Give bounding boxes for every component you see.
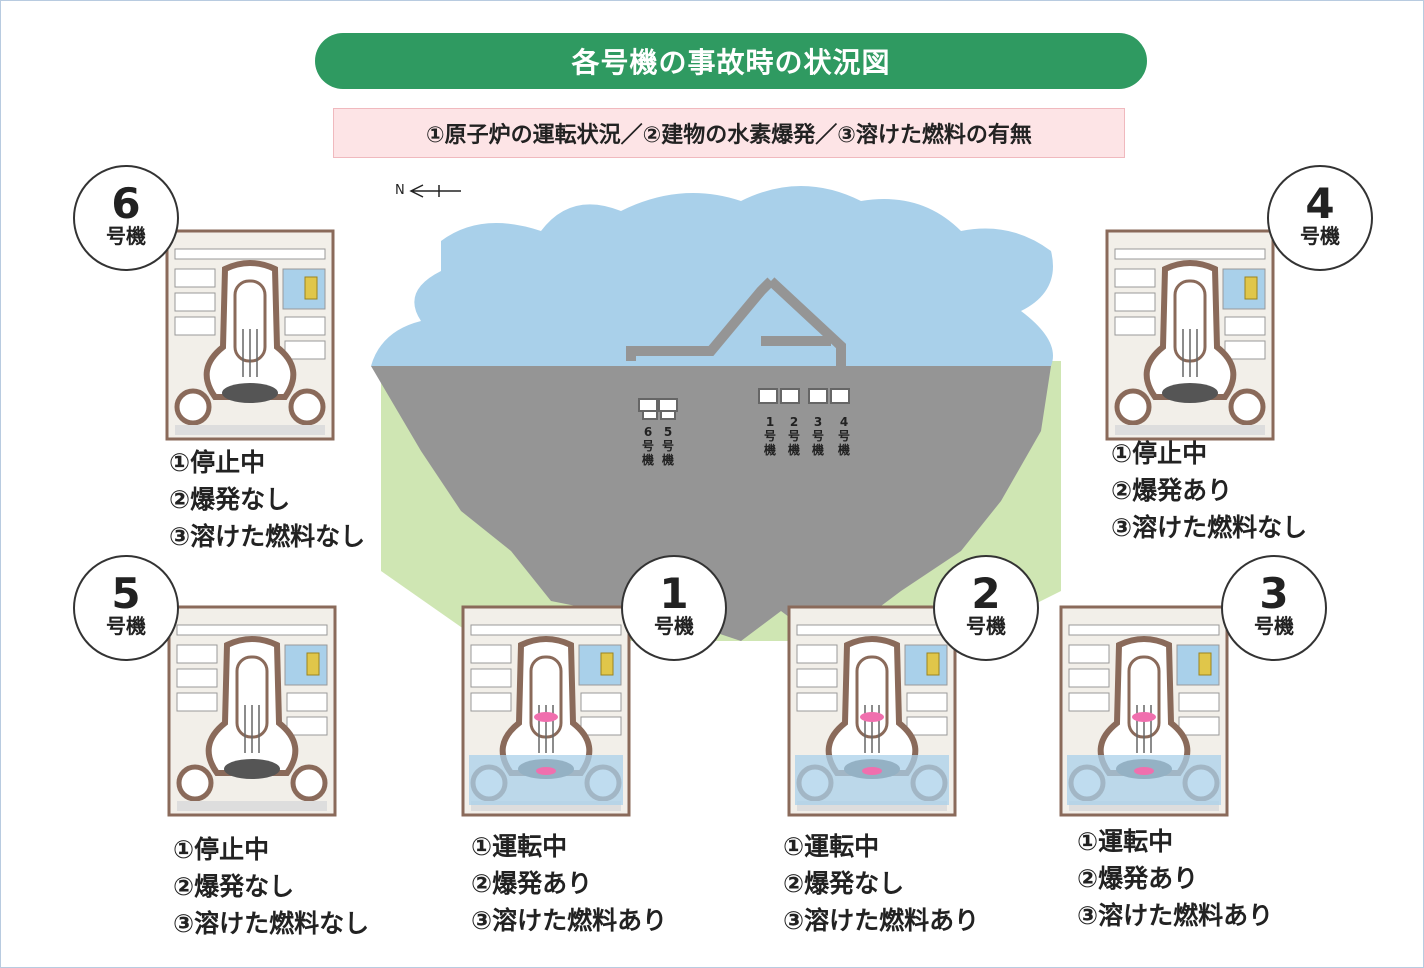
reactor-buildings (638, 388, 850, 420)
map-label-char: 号 (837, 429, 850, 443)
unit-suffix: 号機 (106, 224, 146, 248)
reactor-diagram-5 (167, 605, 337, 821)
map-label-char: 6 (643, 425, 653, 439)
unit-number: 4 (1305, 179, 1335, 228)
land-area (371, 366, 1051, 641)
status-line: ②爆発あり (1077, 864, 1199, 893)
legend-box: ①原子炉の運転状況／②建物の水素爆発／③溶けた燃料の有無 (333, 108, 1125, 158)
unit-suffix: 号機 (1254, 614, 1294, 638)
status-line: ②爆発なし (169, 485, 291, 514)
unit-suffix: 号機 (654, 614, 694, 638)
unit-suffix: 号機 (1300, 224, 1340, 248)
unit-number: 6 (111, 179, 141, 228)
sea-area (371, 186, 1053, 366)
unit-number: 3 (1259, 569, 1289, 618)
status-line: ③溶けた燃料なし (1111, 513, 1308, 542)
unit-status-1: ①運転中 ②爆発あり ③溶けた燃料あり (471, 828, 667, 939)
reactor-diagram-6 (165, 229, 335, 445)
reactor-building-6 (165, 229, 335, 441)
map-label-char: 3 (813, 415, 823, 429)
status-line: ③溶けた燃料あり (783, 906, 980, 935)
unit-number: 1 (659, 569, 689, 618)
unit-status-4: ①停止中 ②爆発あり ③溶けた燃料なし (1111, 435, 1307, 546)
map-label-char: 機 (811, 443, 824, 457)
reactor-diagram-2 (787, 605, 957, 821)
status-line: ③溶けた燃料あり (471, 906, 668, 935)
reactor-diagram-4 (1105, 229, 1275, 445)
map-label-char: 号 (787, 429, 800, 443)
map-label-char: 機 (641, 453, 654, 467)
status-line: ②爆発なし (783, 869, 905, 898)
status-line: ①運転中 (471, 832, 568, 861)
map-label-char: 号 (811, 429, 824, 443)
arrow-icon (409, 183, 461, 198)
map-label-char: 4 (839, 415, 849, 429)
map-label-char: 機 (837, 443, 850, 457)
reactor-building-1 (461, 605, 631, 817)
north-label: N (395, 183, 405, 198)
north-arrow: N (395, 183, 463, 198)
page-title: 各号機の事故時の状況図 (315, 33, 1147, 89)
reactor-building-4 (1105, 229, 1275, 441)
status-line: ①停止中 (173, 835, 270, 864)
breakwater (626, 277, 846, 366)
site-map (371, 186, 1061, 641)
map-label-char: 機 (787, 443, 800, 457)
unit-number: 2 (971, 569, 1001, 618)
status-line: ①停止中 (1111, 439, 1208, 468)
map-label-char: 1 (765, 415, 775, 429)
unit-suffix: 号機 (106, 614, 146, 638)
map-label-char: 号 (763, 429, 776, 443)
unit-status-6: ①停止中 ②爆発なし ③溶けた燃料なし (169, 444, 365, 555)
unit-status-2: ①運転中 ②爆発なし ③溶けた燃料あり (783, 828, 979, 939)
map-label-char: 号 (661, 439, 674, 453)
unit-status-5: ①停止中 ②爆発なし ③溶けた燃料なし (173, 831, 369, 942)
reactor-building-5 (167, 605, 337, 817)
reactor-building-3 (1059, 605, 1229, 817)
unit-status-3: ①運転中 ②爆発あり ③溶けた燃料あり (1077, 823, 1273, 934)
unit-suffix: 号機 (966, 614, 1006, 638)
status-line: ③溶けた燃料なし (173, 909, 370, 938)
map-label-char: 5 (663, 425, 673, 439)
reactor-diagram-1 (461, 605, 631, 821)
map-label-char: 2 (789, 415, 799, 429)
unit-number: 5 (111, 569, 141, 618)
reactor-building-2 (787, 605, 957, 817)
status-line: ③溶けた燃料あり (1077, 901, 1274, 930)
map-label-char: 機 (661, 453, 674, 467)
map-label-char: 機 (763, 443, 776, 457)
status-line: ②爆発なし (173, 872, 295, 901)
map-label-char: 号 (641, 439, 654, 453)
status-line: ①運転中 (1077, 827, 1174, 856)
status-line: ③溶けた燃料なし (169, 522, 366, 551)
reactor-diagram-3 (1059, 605, 1229, 821)
status-line: ①停止中 (169, 448, 266, 477)
status-line: ②爆発あり (471, 869, 593, 898)
status-line: ②爆発あり (1111, 476, 1233, 505)
status-line: ①運転中 (783, 832, 880, 861)
